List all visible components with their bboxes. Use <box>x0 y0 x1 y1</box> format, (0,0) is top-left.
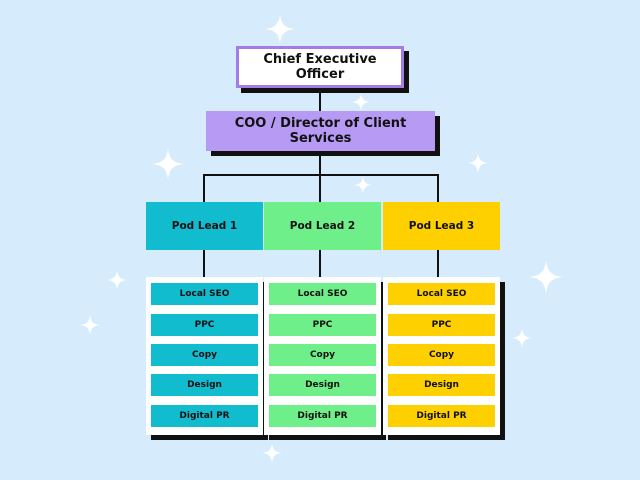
sparkle-icon <box>80 315 100 335</box>
pod-lead-2-box: Pod Lead 2 <box>264 202 381 250</box>
sparkle-icon <box>468 153 488 173</box>
coo-box: COO / Director of Client Services <box>206 111 435 151</box>
pod-1-role-item: Design <box>151 374 258 396</box>
connector-line <box>319 151 321 175</box>
pod-1-role-item: Copy <box>151 344 258 366</box>
sparkle-icon <box>512 328 532 348</box>
connector-line <box>319 88 321 111</box>
sparkle-icon <box>529 260 563 294</box>
pod-3-role-item: Local SEO <box>388 283 495 305</box>
pod-1-role-item: Digital PR <box>151 405 258 427</box>
coo-label: COO / Director of Client Services <box>234 116 407 146</box>
pod-3-role-item: Design <box>388 374 495 396</box>
pod-1-role-item: Local SEO <box>151 283 258 305</box>
sparkle-icon <box>265 14 295 44</box>
pod-2-role-item: Copy <box>269 344 376 366</box>
pod-lead-2-label: Pod Lead 2 <box>289 220 356 232</box>
ceo-box: Chief Executive Officer <box>236 46 404 88</box>
connector-line <box>203 174 205 202</box>
pod-lead-1-box: Pod Lead 1 <box>146 202 263 250</box>
pod-3-team-panel: Local SEO PPC Copy Design Digital PR <box>383 277 500 435</box>
sparkle-icon <box>262 443 282 463</box>
pod-lead-1-label: Pod Lead 1 <box>171 220 238 232</box>
connector-line <box>319 250 321 277</box>
sparkle-icon <box>152 148 184 180</box>
pod-1-role-item: PPC <box>151 314 258 336</box>
pod-lead-3-label: Pod Lead 3 <box>408 220 475 232</box>
pod-2-team-panel: Local SEO PPC Copy Design Digital PR <box>264 277 381 435</box>
pod-3-role-item: Copy <box>388 344 495 366</box>
ceo-label: Chief Executive Officer <box>263 52 377 82</box>
sparkle-icon <box>354 176 372 194</box>
connector-line <box>437 250 439 277</box>
pod-2-role-item: Digital PR <box>269 405 376 427</box>
pod-3-role-item: Digital PR <box>388 405 495 427</box>
connector-line <box>203 250 205 277</box>
pod-2-role-item: Local SEO <box>269 283 376 305</box>
sparkle-icon <box>352 93 370 111</box>
pod-2-role-item: Design <box>269 374 376 396</box>
connector-line <box>437 174 439 202</box>
pod-3-role-item: PPC <box>388 314 495 336</box>
pod-2-role-item: PPC <box>269 314 376 336</box>
sparkle-icon <box>107 270 127 290</box>
connector-line <box>319 174 321 202</box>
pod-1-team-panel: Local SEO PPC Copy Design Digital PR <box>146 277 263 435</box>
connector-line <box>203 174 439 176</box>
pod-lead-3-box: Pod Lead 3 <box>383 202 500 250</box>
